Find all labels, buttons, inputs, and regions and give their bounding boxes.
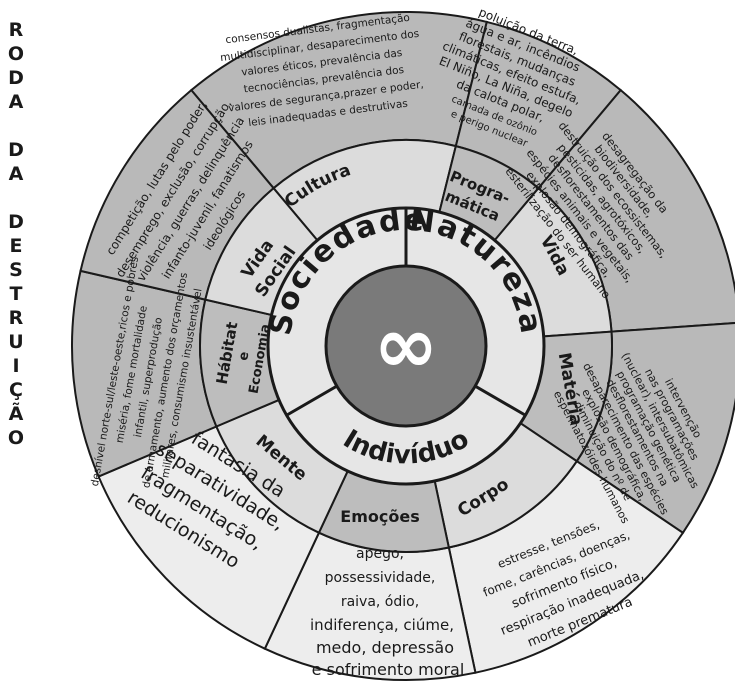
title-letter: R <box>8 307 24 329</box>
outer-text-line: raiva, ódio, <box>341 594 419 610</box>
title-letter: A <box>8 91 24 113</box>
center-circle <box>324 264 488 428</box>
outer-text-materia: intervenção nas programações (nuclear), … <box>551 350 705 526</box>
title-letter: O <box>7 427 25 449</box>
title-letter: S <box>9 259 23 281</box>
title-letter: A <box>8 163 24 185</box>
title-letter: R <box>8 19 24 41</box>
title-letter: Ã <box>8 403 24 425</box>
outer-text-emocoes: apego, possessividade, raiva, ódio, indi… <box>310 546 464 679</box>
title-letter: D <box>8 139 24 161</box>
title-letter: I <box>12 355 20 377</box>
title-letter: D <box>8 211 24 233</box>
title-letter: E <box>9 235 23 257</box>
title-letter: D <box>8 67 24 89</box>
infinity-symbol: ∞ <box>374 301 439 391</box>
sphere-habitat-line: e <box>236 350 252 361</box>
outer-text-line: indiferença, ciúme, <box>310 616 454 634</box>
title-vertical: R O D A D A D E S T R U I Ç Ã O <box>0 18 32 450</box>
title-letter: O <box>7 43 25 65</box>
outer-text-line: possessividade, <box>325 570 436 586</box>
title-letter: U <box>8 331 24 353</box>
title-letter: T <box>9 283 23 305</box>
title-letter: Ç <box>9 379 23 401</box>
outer-text-line: medo, depressão <box>316 638 454 657</box>
outer-text-cultura: consensos dualistas, fragmentação multid… <box>220 12 425 129</box>
sphere-emocoes: Emoções <box>340 507 419 526</box>
outer-text-line: apego, <box>356 546 404 562</box>
outer-text-line: e sofrimento moral <box>312 660 465 679</box>
